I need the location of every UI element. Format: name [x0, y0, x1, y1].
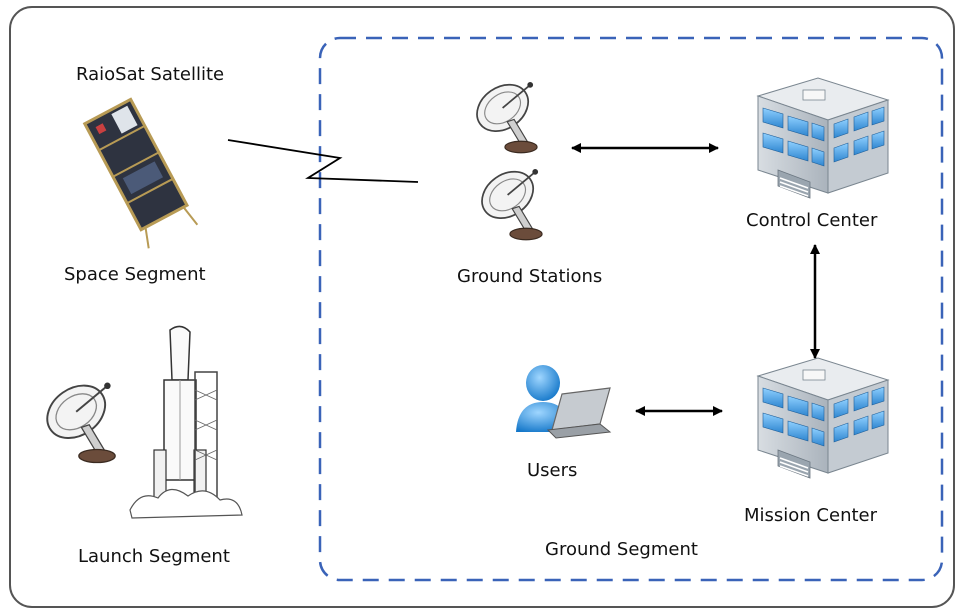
outer-frame: [9, 6, 955, 608]
ground-segment-label: Ground Segment: [545, 539, 698, 560]
launch-segment-label: Launch Segment: [78, 546, 230, 567]
satellite-label: RaioSat Satellite: [76, 64, 225, 85]
rocket-icon: [129, 325, 243, 519]
control-center-label: Control Center: [746, 210, 878, 231]
users-label: Users: [527, 460, 578, 481]
user-with-laptop-icon: [516, 365, 612, 439]
radio-link: [227, 139, 419, 183]
mission-center-label: Mission Center: [744, 505, 878, 526]
space-segment-label: Space Segment: [64, 264, 206, 285]
ground-segment-boundary: [318, 36, 944, 582]
satellite-icon: [82, 97, 199, 249]
ground-stations-label: Ground Stations: [457, 266, 603, 287]
